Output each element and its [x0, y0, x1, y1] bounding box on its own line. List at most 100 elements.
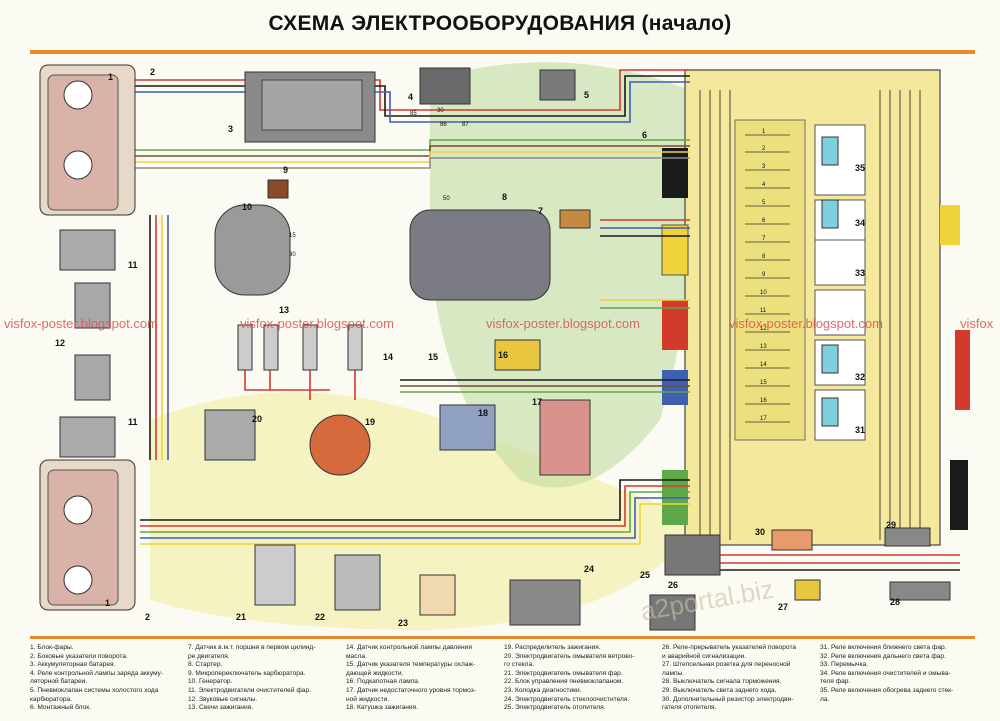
wire-bundle	[100, 69, 960, 571]
terminal-label: 87	[462, 122, 469, 128]
callout-number: 30	[755, 527, 765, 537]
callout-number: 29	[886, 520, 896, 530]
legend-item: 21. Электродвигатель омывателя фар.	[504, 669, 623, 677]
legend-item: 2. Боковые указатели поворота.	[30, 652, 128, 660]
fuse-label: 12	[760, 326, 767, 332]
legend-item: 19. Распределитель зажигания.	[504, 644, 601, 651]
wiring-diagram: 1 2 3 4 5 6 7 8 9 10 11 12 13 14 15 16 1…	[39, 62, 970, 631]
callout-number: 9	[283, 165, 288, 175]
callout-number: 6	[642, 130, 647, 140]
legend-item: гателя отопителя.	[662, 704, 717, 712]
fuse-label: 8	[762, 254, 766, 260]
callout-number: 22	[315, 612, 325, 622]
legend-item: 29. Выключатель света заднего хода.	[662, 686, 777, 694]
callout-number: 13	[279, 305, 289, 315]
legend-item: 35. Реле включения обогрева заднего стек…	[820, 686, 954, 694]
valve-5	[539, 69, 576, 101]
callout-number: 27	[778, 602, 788, 612]
fuse-label: 1	[762, 129, 766, 135]
callout-labels: 1 2 3 4 5 6 7 8 9 10 11 12 13 14 15 16 1…	[55, 67, 900, 628]
legend-item: 1. Блок-фары.	[30, 644, 74, 651]
connector-right-yellow	[940, 205, 960, 245]
fuse-label: 10	[760, 290, 767, 296]
legend-item: 24. Электродвигатель стеклоочистителя.	[504, 695, 630, 703]
fuse-label: 5	[762, 200, 766, 206]
wiper-motor-24	[509, 579, 581, 626]
connector-blue	[662, 370, 688, 405]
watermark: visfox-poster.blogspot.com	[240, 316, 394, 331]
legend-column: 26. Реле-прерыватель указателей поворота…	[662, 644, 796, 713]
wiper-motor-11-bottom	[59, 416, 116, 458]
legend: 1. Блок-фары. 2. Боковые указатели повор…	[30, 644, 980, 718]
legend-item: теля фар.	[820, 678, 851, 686]
legend-item: ной жидкости.	[346, 695, 390, 703]
spark-plugs-13	[237, 324, 363, 371]
legend-item: 31. Реле включения ближнего света фар.	[820, 644, 947, 651]
legend-item: 4. Реле контрольной лампы заряда аккуму-	[30, 669, 164, 677]
connector-right-black	[950, 460, 968, 530]
callout-number: 14	[383, 352, 393, 362]
legend-item: ла.	[820, 695, 830, 703]
callout-number: 5	[584, 90, 589, 100]
washer-21	[254, 544, 296, 606]
callout-number: 12	[55, 338, 65, 348]
callout-number: 15	[428, 352, 438, 362]
legend-item: 7. Датчик в.м.т. поршня в первом цилинд-	[188, 644, 316, 651]
terminal-label: 30	[437, 108, 444, 114]
watermark: visfox-poster.blogspot.com	[4, 316, 158, 331]
legend-item: 17. Датчик недостаточного уровня тормоз-	[346, 686, 476, 694]
legend-column: 31. Реле включения ближнего света фар. 3…	[820, 644, 953, 704]
legend-item: 22. Блок управления пневмоклапаном.	[504, 678, 624, 686]
legend-item: 30. Дополнительный резистор электродви-	[662, 695, 794, 703]
callout-number: 20	[252, 414, 262, 424]
callout-number: 1	[105, 598, 110, 608]
callout-number: 17	[532, 397, 542, 407]
legend-item: лампы.	[662, 669, 685, 677]
fuse-label: 7	[762, 236, 766, 242]
callout-number: 26	[668, 580, 678, 590]
fuse-label: 2	[762, 146, 766, 152]
legend-item: 25. Электродвигатель отопителя.	[504, 704, 606, 712]
legend-item: го стекла.	[504, 661, 534, 669]
legend-item: масла.	[346, 652, 367, 660]
page-title: СХЕМА ЭЛЕКТРООБОРУДОВАНИЯ (начало)	[268, 12, 732, 35]
connector-right-red	[955, 330, 970, 410]
reverse-switch-29	[884, 527, 931, 547]
legend-column: 19. Распределитель зажигания. 20. Электр…	[504, 644, 635, 713]
diagnostic-23	[419, 574, 456, 616]
legend-item: 23. Колодка диагностики.	[504, 686, 582, 694]
callout-number: 1	[108, 72, 113, 82]
wiper-motor-11-top	[59, 229, 116, 271]
resistor-30	[771, 529, 813, 551]
legend-item: карбюратора.	[30, 695, 73, 703]
callout-number: 16	[498, 350, 508, 360]
legend-item: 20. Электродвигатель омывателя ветрово-	[504, 652, 635, 660]
horn-12-b	[74, 354, 111, 401]
fuse-label: 16	[760, 398, 767, 404]
control-block-22	[334, 554, 381, 611]
legend-item: 13. Свечи зажигания.	[188, 704, 254, 712]
socket-27	[794, 579, 821, 601]
legend-column: 7. Датчик в.м.т. поршня в первом цилинд-…	[188, 644, 315, 713]
callout-number: 35	[855, 163, 865, 173]
terminal-label: 30	[289, 252, 296, 258]
legend-item: 3. Аккумуляторная батарея.	[30, 661, 116, 669]
fuse-label: 6	[762, 218, 766, 224]
legend-item: 12. Звуковые сигналы.	[188, 695, 258, 703]
fuse-labels: 1 2 3 4 5 6 7 8 9 10 11 12 13 14 15 16 1…	[760, 129, 767, 422]
callout-number: 7	[538, 206, 543, 216]
terminal-label: 15	[289, 233, 296, 239]
hood-lamp-16	[494, 339, 541, 371]
ignition-coil-18	[439, 404, 496, 451]
fuse-label: 11	[760, 308, 767, 314]
watermark: visfox	[960, 316, 994, 331]
relay-4	[419, 67, 471, 105]
legend-column: 1. Блок-фары. 2. Боковые указатели повор…	[30, 644, 163, 713]
terminal-label: 86	[440, 122, 447, 128]
washer-motor-20	[204, 409, 256, 461]
legend-item: 8. Стартер.	[188, 661, 223, 669]
starter-8	[409, 209, 551, 301]
fuse-label: 9	[762, 272, 766, 278]
title-rule	[30, 50, 975, 54]
fuse-label: 15	[760, 380, 767, 386]
